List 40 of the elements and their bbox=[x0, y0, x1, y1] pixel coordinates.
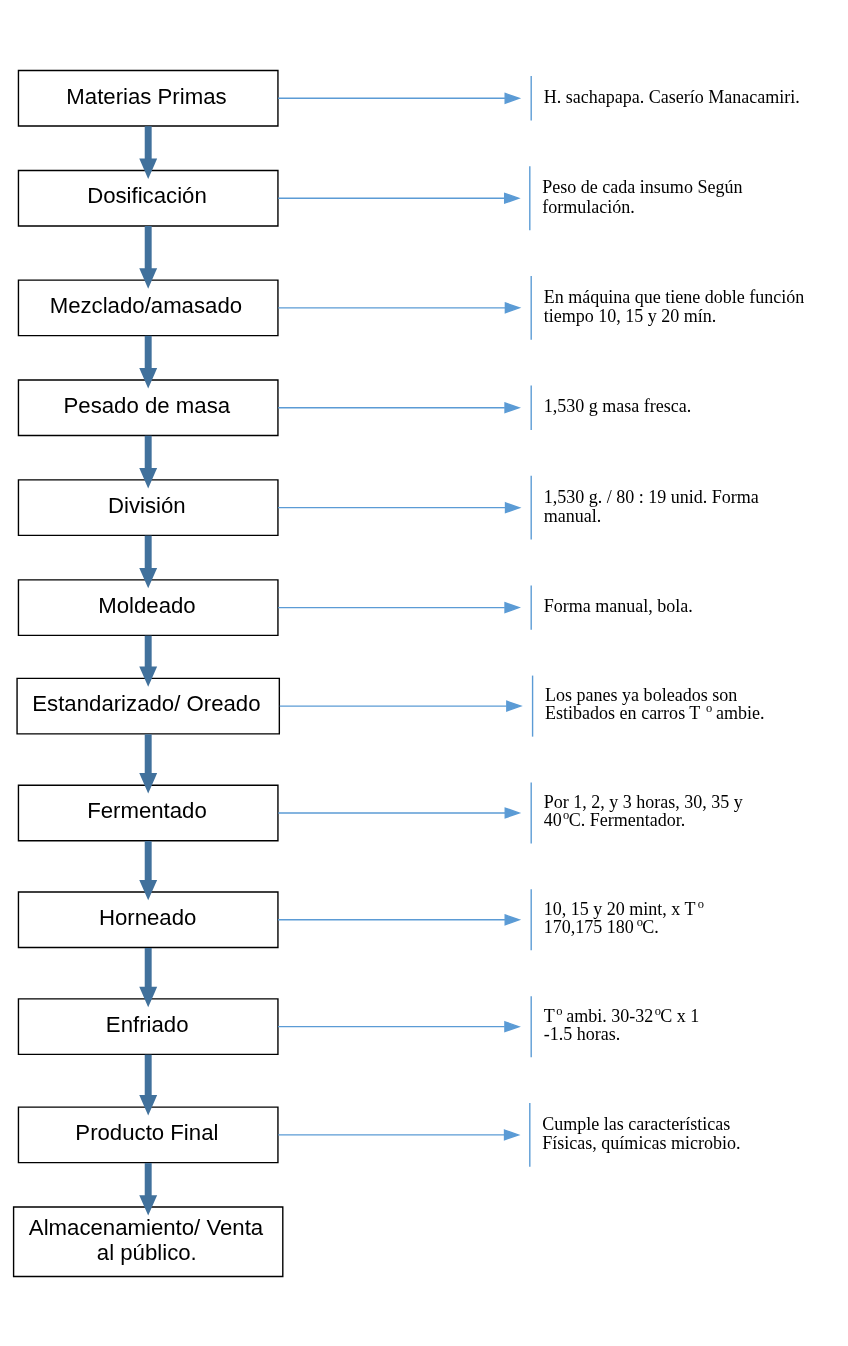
arrow bbox=[279, 699, 523, 712]
node-box: Materias Primas bbox=[17, 69, 279, 127]
arrow bbox=[277, 301, 522, 314]
node-text: Los panes ya boleados son Estibados en carros T$^{o}$ ambie. bbox=[545, 684, 765, 723]
arrow bbox=[277, 191, 521, 204]
arrow bbox=[139, 733, 158, 793]
arrow bbox=[277, 501, 522, 513]
arrow bbox=[139, 225, 158, 289]
node-text: T$^{o}$ ambi. 30-32$^{o}$C x 1 -1.5 horas. bbox=[543, 1003, 700, 1044]
node-text: 1,530 g masa fresca. bbox=[543, 395, 692, 416]
node-text: En máquina que tiene doble función tiempo 10, 15 y 20 mín. bbox=[543, 286, 805, 326]
node-box: Dosificación bbox=[17, 169, 279, 227]
arrow bbox=[139, 125, 158, 179]
node-box: Pesado de masa bbox=[17, 378, 279, 436]
node-box: Producto Final bbox=[17, 1105, 279, 1163]
node-text: Forma manual, bola. bbox=[543, 595, 693, 616]
node-text: 1,530 g. / 80 : 19 unid. Forma manual. bbox=[543, 486, 759, 526]
node-text: 10, 15 y 20 mint, x T$^{o}$ 170,175 180$^{o}$C. bbox=[543, 896, 704, 937]
node-box: Estandarizado/ Oreado bbox=[16, 677, 281, 735]
node-box: División bbox=[17, 478, 279, 536]
node-box: Horneado bbox=[17, 890, 279, 948]
node-box: Moldeado bbox=[17, 578, 279, 636]
arrow bbox=[277, 401, 521, 414]
arrow bbox=[277, 1128, 521, 1141]
node-box: Mezclado/amasado bbox=[17, 278, 279, 336]
node-box: Fermentado bbox=[17, 784, 279, 841]
arrow bbox=[277, 913, 522, 926]
node-box: Almacenamiento/ Venta al público. bbox=[12, 1205, 284, 1277]
node-text: Por 1, 2, y 3 horas, 30, 35 y 40$^{o}$C. Fermentador. bbox=[543, 791, 743, 830]
arrow bbox=[277, 601, 521, 613]
arrow bbox=[139, 1162, 158, 1216]
arrow bbox=[139, 840, 158, 900]
node-box: Enfriado bbox=[17, 997, 279, 1055]
node-text: H. sachapapa. Caserío Manacamiri. bbox=[543, 86, 800, 107]
node-text: Cumple las características Físicas, químicas microbio. bbox=[542, 1113, 741, 1153]
arrow bbox=[277, 91, 522, 104]
arrow bbox=[277, 1020, 521, 1032]
arrow bbox=[277, 806, 522, 819]
arrow bbox=[139, 947, 158, 1007]
node-text: Peso de cada insumo Según formulación. bbox=[542, 176, 743, 217]
